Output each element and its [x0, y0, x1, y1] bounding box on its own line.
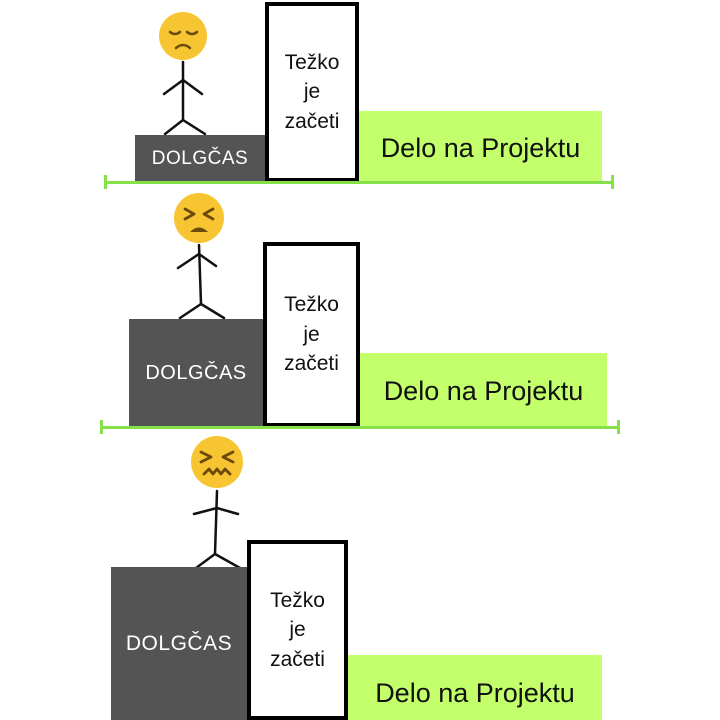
project-work-label: Delo na Projektu	[375, 678, 575, 708]
panel-1: DOLGČAS Težko je začeti Delo na Projektu	[0, 0, 720, 195]
project-work-bar: Delo na Projektu	[348, 655, 602, 720]
boredom-label: DOLGČAS	[151, 147, 249, 169]
hard-to-start-box: Težko je začeti	[247, 540, 348, 720]
boredom-block: DOLGČAS	[135, 135, 265, 182]
stick-figure-3	[191, 436, 243, 570]
ground-tick-left	[100, 420, 103, 434]
hard-to-start-label: Težko je začeti	[284, 50, 340, 133]
ground-tick-right	[617, 420, 620, 434]
ground-tick-right	[611, 175, 614, 189]
boredom-label: DOLGČAS	[145, 361, 247, 384]
hard-to-start-box: Težko je začeti	[263, 242, 360, 427]
hard-to-start-box: Težko je začeti	[265, 2, 359, 182]
hard-to-start-label: Težko je začeti	[284, 293, 339, 376]
persevering-face-icon	[174, 193, 224, 243]
stick-figure-2	[174, 193, 226, 320]
boredom-label: DOLGČAS	[125, 631, 233, 655]
ground-line	[101, 426, 619, 429]
project-work-label: Delo na Projektu	[383, 376, 584, 406]
project-work-bar: Delo na Projektu	[359, 111, 602, 182]
ground-line	[105, 181, 613, 184]
confounded-face-icon	[191, 436, 243, 488]
disappointed-face-icon	[159, 12, 207, 60]
boredom-block: DOLGČAS	[129, 319, 263, 427]
panel-2: DOLGČAS Težko je začeti Delo na Projektu	[100, 193, 620, 434]
boredom-block: DOLGČAS	[111, 567, 247, 720]
project-work-label: Delo na Projektu	[380, 133, 581, 163]
hard-to-start-label: Težko je začeti	[270, 588, 325, 671]
ground-tick-left	[104, 175, 107, 189]
project-work-bar: Delo na Projektu	[360, 353, 607, 427]
stick-figure-1	[159, 12, 207, 136]
